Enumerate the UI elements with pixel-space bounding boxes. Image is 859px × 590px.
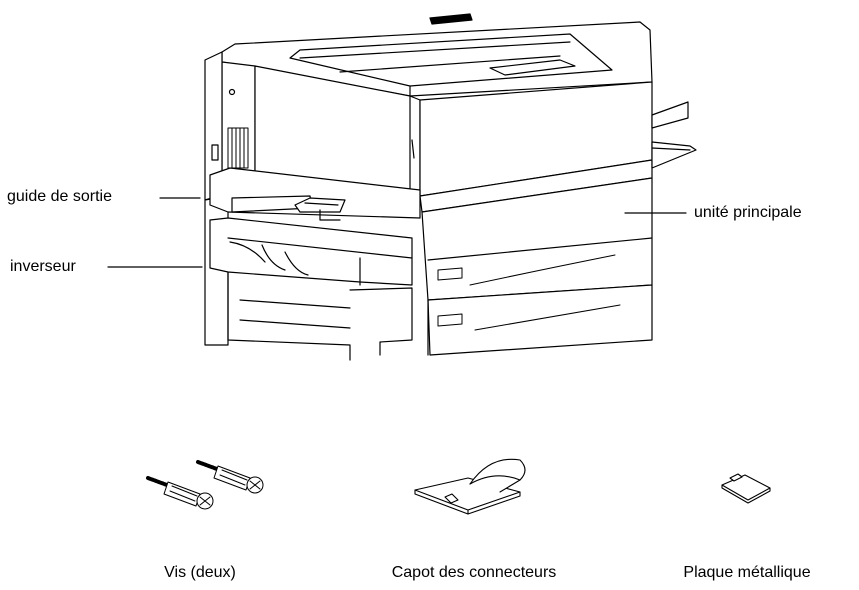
caption-metal-plate: Plaque métallique <box>683 564 811 581</box>
connector-cover-icon <box>414 458 526 515</box>
label-output-guide: guide de sortie <box>7 188 112 205</box>
vent-grille <box>227 127 249 169</box>
leader-lines <box>107 197 687 268</box>
metal-plate-icon <box>721 473 771 504</box>
duplex-unit <box>209 217 413 361</box>
output-tray <box>651 101 697 169</box>
label-main-unit: unité principale <box>694 204 802 221</box>
caption-screws: Vis (deux) <box>164 564 236 581</box>
screws-icon <box>146 460 264 510</box>
label-duplex: inverseur <box>10 258 76 275</box>
output-guide <box>209 167 421 221</box>
caption-connector-cover: Capot des connecteurs <box>391 564 557 581</box>
